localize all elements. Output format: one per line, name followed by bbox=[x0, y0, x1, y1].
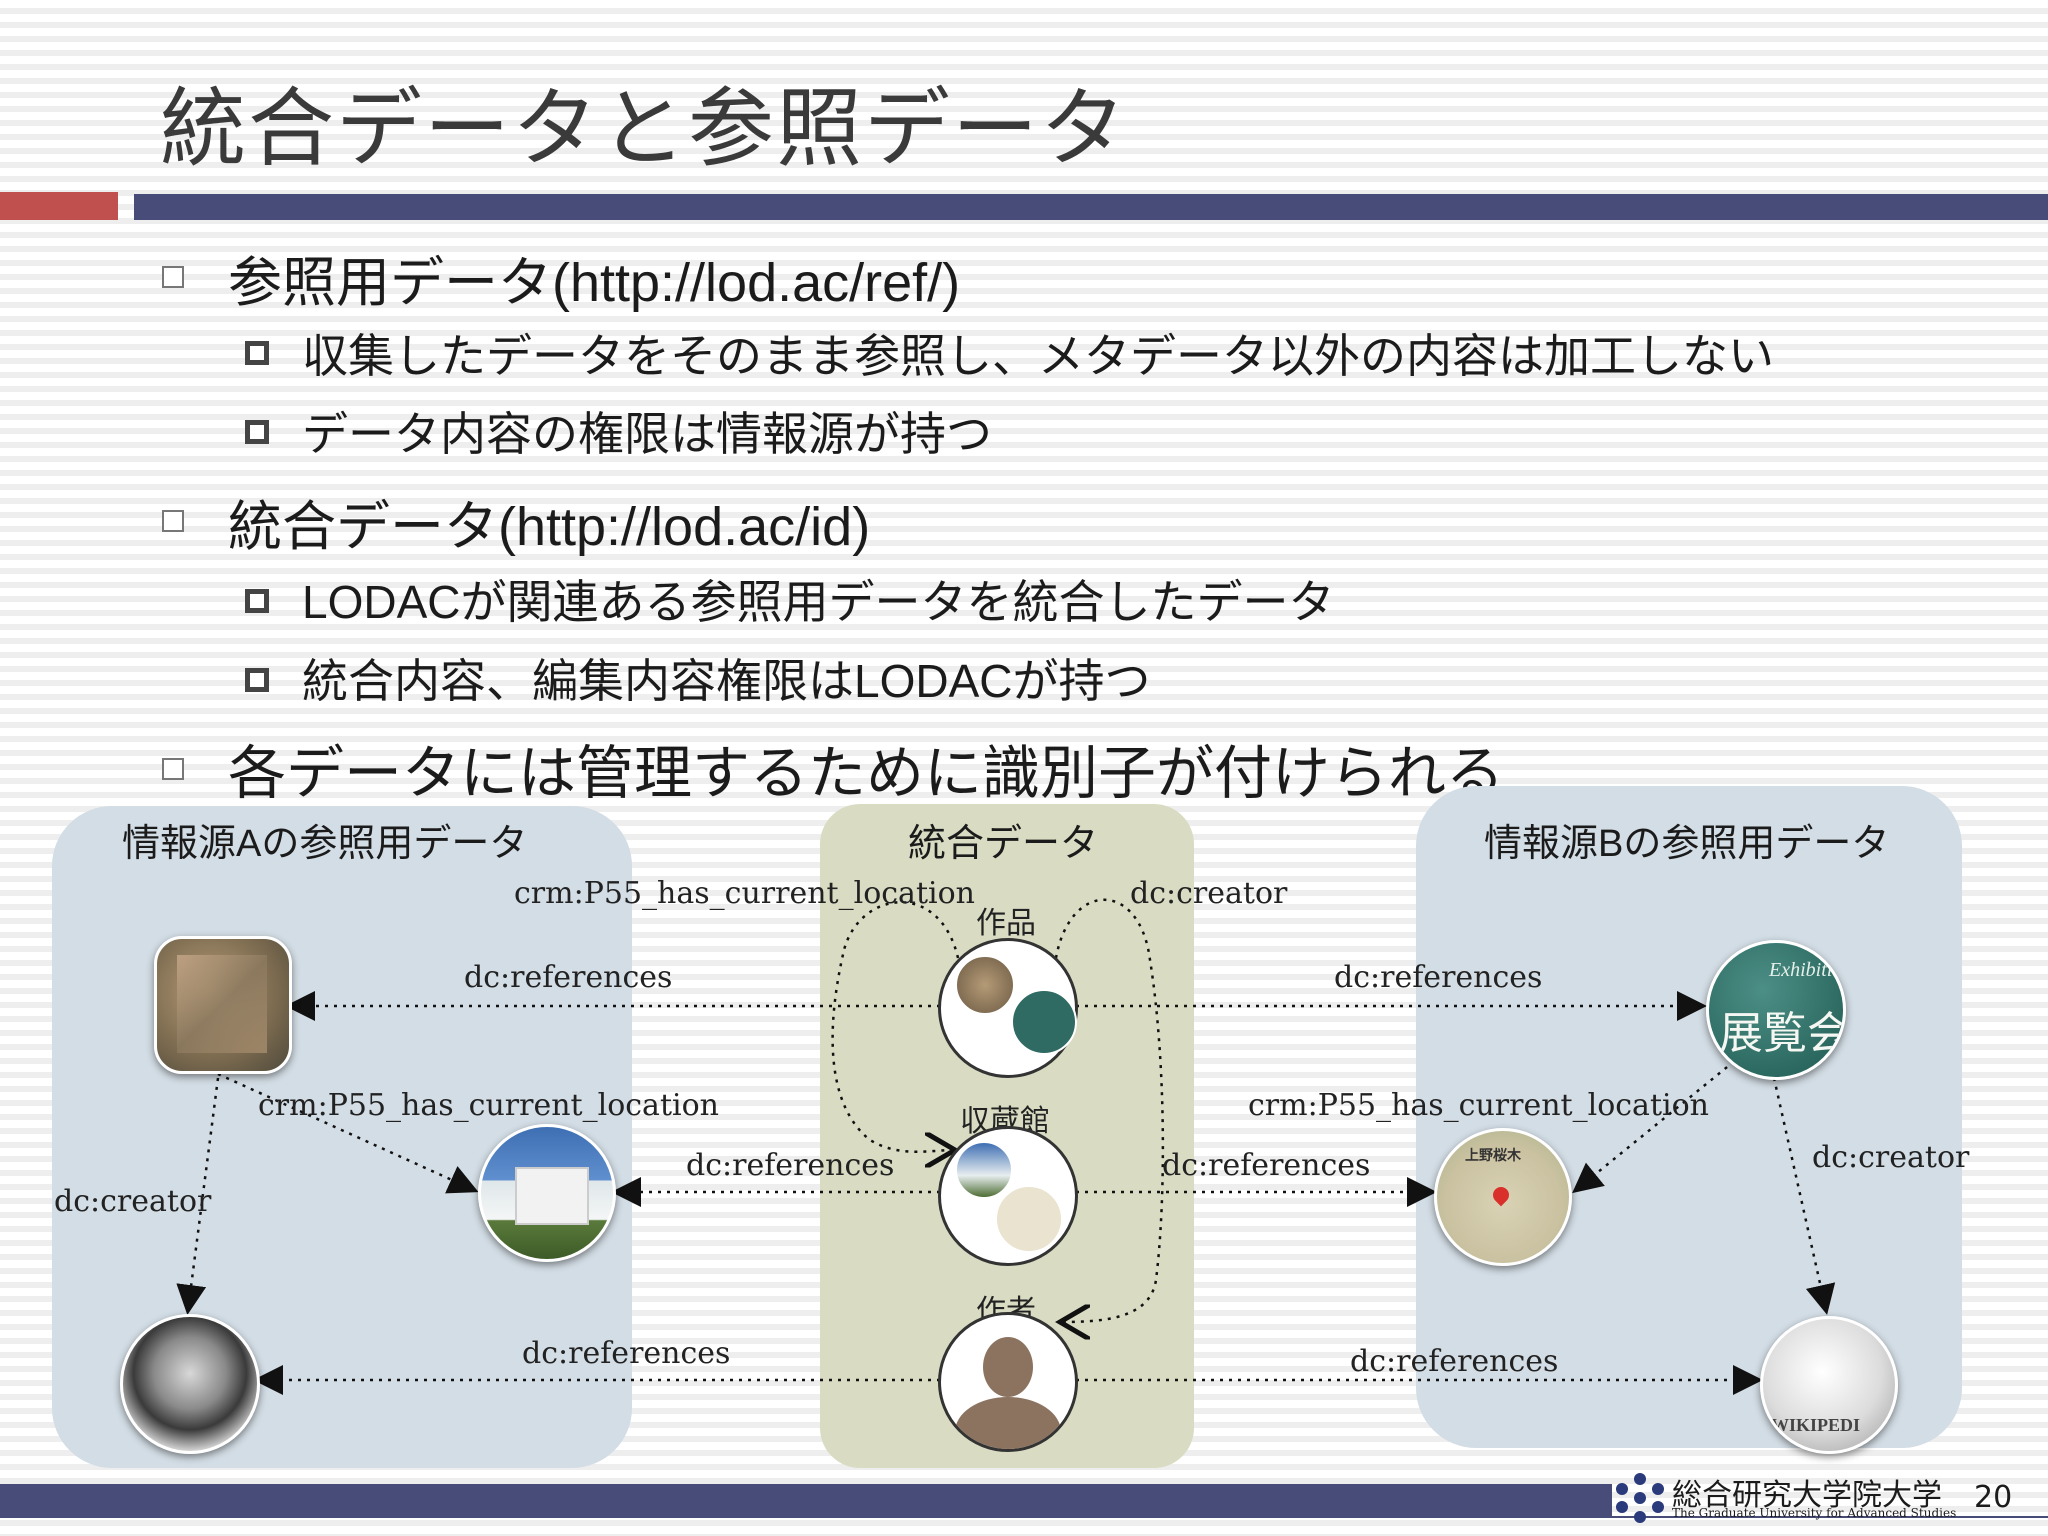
footer-line bbox=[1612, 1516, 2048, 1518]
sub-bullet-icon bbox=[245, 589, 269, 613]
exhibition-thumb-icon bbox=[1011, 989, 1077, 1055]
lodac-text: LODAC bbox=[854, 655, 1013, 707]
artwork-image bbox=[154, 936, 292, 1074]
museum-image bbox=[478, 1124, 616, 1262]
label-references: dc:references bbox=[686, 1148, 895, 1183]
page-number: 20 bbox=[1974, 1480, 2013, 1515]
panel-center-title: 統合データ bbox=[908, 821, 1099, 865]
label-creator-b: dc:creator bbox=[1812, 1140, 1970, 1175]
sub-bullet-text: LODACが関連ある参照用データを統合したデータ bbox=[302, 566, 1334, 632]
exhibition-kanji: 展覧会 bbox=[1719, 1008, 1846, 1059]
lodac-text: LODAC bbox=[302, 576, 461, 628]
footer-bar bbox=[0, 1484, 1612, 1518]
map-text: 上野桜木 bbox=[1465, 1148, 1521, 1164]
sub-bullet-text: 収集したデータをそのまま参照し、メタデータ以外の内容は加工しない bbox=[302, 329, 1774, 383]
person-head-icon bbox=[983, 1337, 1033, 1397]
node-author bbox=[938, 1312, 1078, 1452]
bullet-url: (http://lod.ac/ref/) bbox=[552, 253, 961, 313]
map-pin-icon bbox=[1489, 1183, 1513, 1207]
wikipedia-text: WIKIPEDI bbox=[1771, 1415, 1861, 1435]
arrow-work-to-museum bbox=[831, 901, 958, 1152]
bullet-square-icon bbox=[162, 758, 184, 780]
bullet-square-icon bbox=[162, 510, 184, 532]
sub-bullet-rest: が関連ある参照用データを統合したデータ bbox=[460, 575, 1335, 629]
label-references: dc:references bbox=[1162, 1148, 1371, 1183]
arrow-a-creator bbox=[176, 1077, 220, 1315]
university-logo-icon bbox=[1616, 1473, 1664, 1523]
exhibition-text: Exhibition bbox=[1769, 959, 1846, 981]
painting-icon bbox=[177, 955, 267, 1053]
node-work bbox=[938, 938, 1078, 1078]
label-references: dc:references bbox=[1350, 1344, 1559, 1379]
sub-bullet-icon bbox=[245, 341, 269, 365]
panel-a-title: 情報源Aの参照用データ bbox=[122, 812, 527, 867]
arrow-work-to-author bbox=[1054, 898, 1165, 1322]
portrait-image bbox=[120, 1314, 260, 1454]
bullet-text: 統合データ bbox=[228, 495, 498, 558]
panel-b-title: 情報源Bの参照用データ bbox=[1484, 812, 1889, 867]
label-location-b: crm:P55_has_current_location bbox=[1248, 1088, 1709, 1123]
bullet-url: (http://lod.ac/id) bbox=[498, 497, 871, 557]
university-name-jp: 総合研究大学院大学 bbox=[1672, 1478, 1942, 1513]
bullet-ref-data: 参照用データ(http://lod.ac/ref/) bbox=[228, 238, 960, 317]
label-references: dc:references bbox=[1334, 960, 1543, 995]
node-work-label: 作品 bbox=[976, 906, 1036, 941]
bullet-text: 参照用データ bbox=[228, 251, 552, 314]
label-references: dc:references bbox=[464, 960, 673, 995]
sub-bullet-icon bbox=[245, 668, 269, 692]
museum-thumb-icon bbox=[955, 1141, 1013, 1199]
label-references: dc:references bbox=[522, 1336, 731, 1371]
label-location-a: crm:P55_has_current_location bbox=[258, 1088, 719, 1123]
wikipedia-image: WIKIPEDI bbox=[1760, 1316, 1898, 1454]
building-icon bbox=[515, 1167, 589, 1225]
person-body-icon bbox=[955, 1397, 1061, 1449]
title-accent-red bbox=[0, 192, 118, 220]
sub-bullet-text: データ内容の権限は情報源が持つ bbox=[302, 407, 992, 461]
bullet-identifier: 各データには管理するために識別子が付けられる bbox=[228, 739, 1505, 807]
exhibition-image: Exhibition 展覧会 bbox=[1706, 940, 1846, 1080]
panel-title-part: B bbox=[1598, 823, 1624, 865]
slide-title: 統合データと参照データ bbox=[160, 79, 1128, 179]
bullet-integrated-data: 統合データ(http://lod.ac/id) bbox=[228, 482, 870, 561]
panel-title-part: 情報源 bbox=[122, 821, 237, 865]
sub-bullet-icon bbox=[245, 420, 269, 444]
arrow-b-creator bbox=[1772, 1077, 1836, 1315]
label-location-top: crm:P55_has_current_location bbox=[514, 876, 975, 911]
artwork-thumb-icon bbox=[955, 955, 1015, 1015]
arrow-a-location bbox=[217, 1072, 479, 1194]
node-museum bbox=[938, 1126, 1078, 1266]
map-image: 上野桜木 bbox=[1434, 1128, 1572, 1266]
sub-bullet-part: 統合内容、編集内容権限は bbox=[302, 654, 854, 708]
panel-title-part: A bbox=[236, 823, 262, 865]
label-creator-a: dc:creator bbox=[54, 1184, 212, 1219]
sub-bullet-part: が持つ bbox=[1012, 654, 1151, 708]
panel-title-part: の参照用データ bbox=[261, 821, 528, 865]
label-creator-top: dc:creator bbox=[1130, 876, 1288, 911]
arrow-b-location bbox=[1572, 1049, 1749, 1194]
title-accent-navy bbox=[134, 194, 2048, 220]
map-thumb-icon bbox=[995, 1185, 1063, 1253]
bullet-square-icon bbox=[162, 266, 184, 288]
sub-bullet-text: 統合内容、編集内容権限はLODACが持つ bbox=[302, 645, 1150, 711]
panel-title-part: の参照用データ bbox=[1623, 821, 1890, 865]
university-name-en: The Graduate University for Advanced Stu… bbox=[1672, 1506, 1957, 1520]
panel-title-part: 情報源 bbox=[1484, 821, 1599, 865]
